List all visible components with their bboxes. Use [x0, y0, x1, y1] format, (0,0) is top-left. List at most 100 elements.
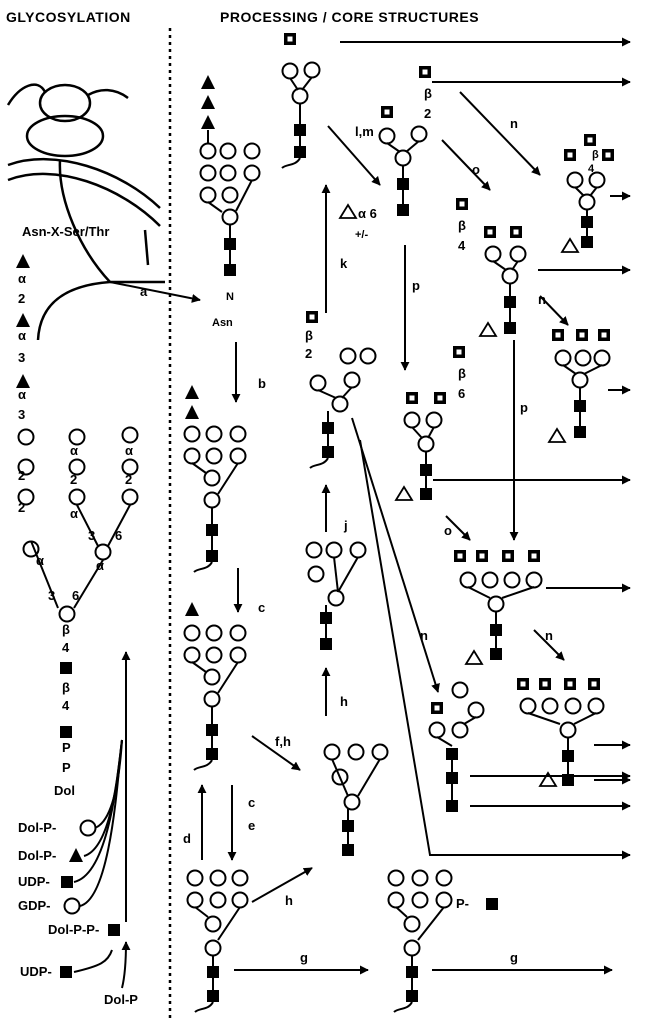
label-alpha: α	[96, 558, 104, 573]
glcnac-icon	[108, 924, 120, 936]
glycan-bond	[492, 260, 507, 271]
mannose-icon	[343, 793, 361, 811]
pathway-arrow	[445, 515, 471, 541]
glycan-bond	[357, 758, 381, 797]
mannose-icon	[205, 624, 223, 642]
glcnac-terminal-center	[384, 109, 390, 115]
glcnac-terminal-center	[531, 553, 537, 559]
mannose-icon	[425, 411, 443, 429]
label-link3: 3	[48, 588, 55, 603]
glcnac-icon	[490, 648, 502, 660]
mannose-icon	[231, 869, 249, 887]
glucose-icon	[16, 254, 30, 268]
pathway-arrow	[327, 125, 381, 186]
label-link2: 2	[424, 106, 431, 121]
mannose-icon	[574, 349, 592, 367]
donor-curve	[73, 949, 113, 973]
mannose-icon	[17, 458, 35, 476]
glcnac-terminal-center	[567, 152, 573, 158]
mannose-icon	[578, 193, 596, 211]
label-c: c	[248, 795, 255, 810]
label-fucose: α 6	[358, 206, 377, 221]
label-g: g	[300, 950, 308, 965]
mannose-icon	[503, 571, 521, 589]
glcnac-terminal-center	[601, 332, 607, 338]
label-o: o	[444, 523, 452, 538]
glcnac-icon	[446, 800, 458, 812]
mannose-icon	[339, 347, 357, 365]
mannose-icon	[68, 458, 86, 476]
glcnac-terminal-center	[434, 705, 440, 711]
mannose-icon	[435, 869, 453, 887]
mannose-icon	[229, 425, 247, 443]
mannose-icon	[203, 690, 221, 708]
fucose-icon	[394, 485, 414, 501]
mannose-icon	[566, 171, 584, 189]
mannose-icon	[501, 267, 519, 285]
glcnac-terminal-center	[456, 349, 462, 355]
label-plusminus: +/-	[355, 229, 368, 241]
glycan-bond	[562, 364, 577, 375]
glcnac-icon	[420, 488, 432, 500]
glucose-icon	[201, 95, 215, 109]
label-link3: 3	[18, 407, 25, 422]
glucose-icon	[185, 385, 199, 399]
glucose-icon	[185, 602, 199, 616]
glycan-bond	[301, 76, 313, 91]
asn-tail	[194, 1001, 214, 1013]
label-p: P	[62, 760, 71, 775]
label-dol: Dol	[54, 783, 75, 798]
mannose-icon	[571, 371, 589, 389]
mannose-icon	[347, 743, 365, 761]
mannose-icon	[325, 541, 343, 559]
glycan-bond	[217, 462, 239, 495]
pathway-arrow	[121, 941, 131, 989]
fucose-icon	[538, 771, 558, 787]
mannose-icon	[204, 939, 222, 957]
glycan-bond	[411, 426, 423, 439]
mannose-icon	[349, 541, 367, 559]
glycan-bond	[337, 556, 359, 593]
label-b: b	[258, 376, 266, 391]
mannose-icon	[541, 697, 559, 715]
label-link4: 4	[62, 640, 70, 655]
glcnac-icon	[581, 236, 593, 248]
glycan-bond	[386, 142, 401, 153]
glycan-bond	[207, 201, 223, 213]
label-alpha: α	[18, 328, 26, 343]
mannose-icon	[229, 624, 247, 642]
pathway-arrow	[533, 629, 565, 661]
mannose-icon	[564, 697, 582, 715]
mannose-icon	[183, 447, 201, 465]
glcnac-icon	[60, 966, 72, 978]
fucose-icon	[338, 203, 358, 219]
mannose-icon	[411, 891, 429, 909]
mannose-icon	[17, 488, 35, 506]
label-fh: f,h	[275, 734, 291, 749]
label-e: e	[248, 818, 255, 833]
glycan-bond	[217, 661, 239, 694]
label-link2: 2	[18, 468, 25, 483]
glcnac-icon	[320, 638, 332, 650]
mannose-icon	[199, 164, 217, 182]
label-dolp_glc: Dol-P-	[18, 848, 56, 863]
mannose-icon	[219, 142, 237, 160]
ribosome-membrane	[6, 83, 165, 341]
glucose-icon	[16, 374, 30, 388]
label-dolp: Dol-P	[104, 992, 138, 1007]
label-link6: 6	[458, 386, 465, 401]
mannose-icon	[481, 571, 499, 589]
mannose-icon	[403, 411, 421, 429]
fucose-icon	[560, 237, 580, 253]
glycan-bond	[191, 462, 207, 474]
glcnac-terminal-center	[579, 332, 585, 338]
pathway-arrow	[441, 139, 491, 191]
label-k: k	[340, 256, 348, 271]
glcnac-terminal-center	[309, 314, 315, 320]
label-p: p	[520, 400, 528, 415]
glcnac-icon	[206, 748, 218, 760]
mannose-icon	[186, 869, 204, 887]
label-g: g	[510, 950, 518, 965]
mannose-icon	[554, 349, 572, 367]
